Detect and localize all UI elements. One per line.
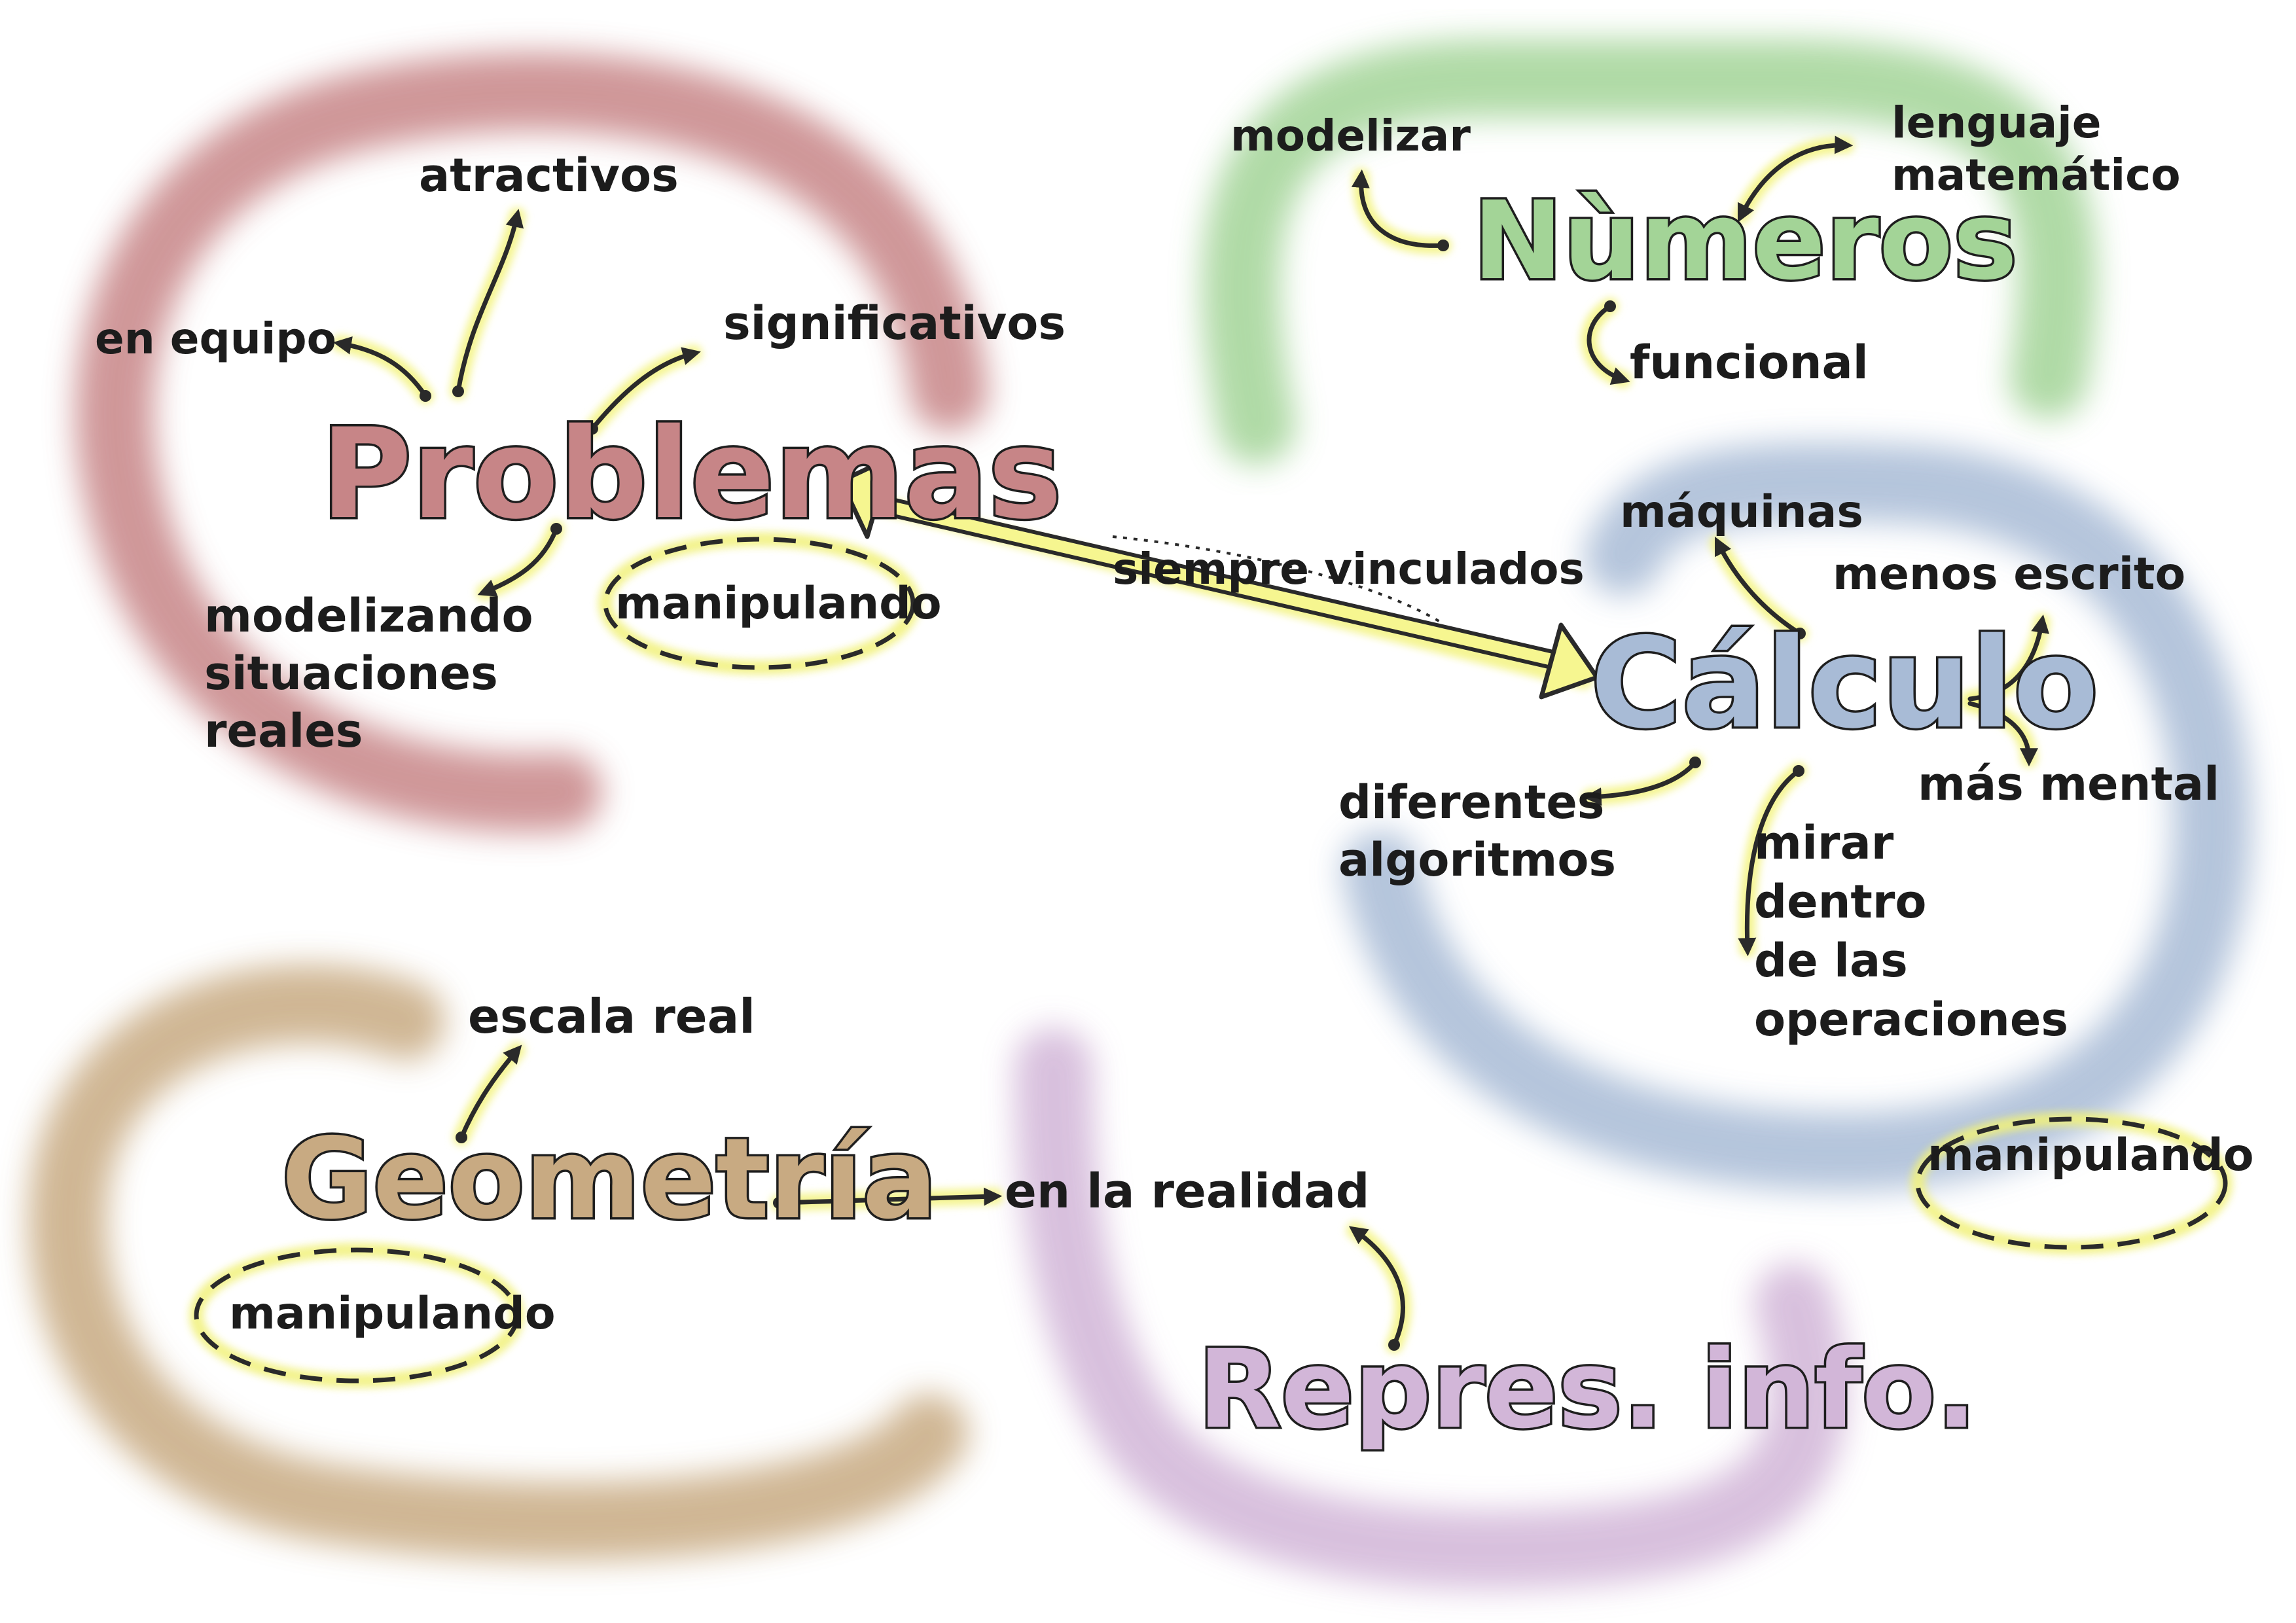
background-bands (28, 39, 2252, 1590)
topic-geometria: Geometría (281, 1115, 937, 1244)
geometria-manipulando-oval (194, 1247, 520, 1383)
repres-band (1014, 1027, 1848, 1590)
connectors (332, 135, 2050, 1351)
label-modelizar: modelizar (1230, 111, 1471, 161)
arrowhead-left (838, 455, 893, 539)
label-geometria-manipulando: manipulando (229, 1288, 556, 1340)
label-escala-real: escala real (468, 989, 755, 1044)
numeros-band (1201, 39, 2097, 465)
label-problemas-manipulando: manipulando (615, 578, 942, 630)
topic-calculo: Cálculo (1590, 611, 2098, 756)
label-en-equipo: en equipo (95, 313, 336, 364)
label-en-la-realidad: en la realidad (1005, 1164, 1369, 1219)
label-significativos: significativos (723, 296, 1066, 350)
topic-numeros: Nùmeros (1473, 178, 2017, 304)
label-siempre-vinculados: siempre vinculados (1113, 544, 1585, 594)
siempre-vinculados-arrow (838, 455, 1600, 700)
label-lenguaje: lenguaje matemático (1892, 98, 2181, 200)
arrowhead-right (1539, 622, 1600, 700)
label-mas-mental: más mental (1918, 757, 2219, 811)
label-funcional: funcional (1630, 336, 1869, 389)
topic-titles: Problemas Nùmeros Cálculo Geometría Repr… (279, 176, 2101, 1455)
calculo-band (1342, 442, 2252, 1192)
labels: atractivos en equipo significativos mode… (95, 98, 2254, 1340)
geometria-band (28, 965, 969, 1561)
calculo-manipulando-oval (1915, 1116, 2228, 1250)
label-diferentes: diferentes algoritmos (1338, 776, 1621, 887)
label-modelizando: modelizando situaciones reales (204, 589, 549, 758)
topic-problemas: Problemas (321, 402, 1062, 546)
label-menos-escrito: menos escrito (1833, 548, 2185, 600)
manipulando-ovals (189, 532, 2233, 1388)
label-calculo-manipulando: manipulando (1928, 1130, 2254, 1181)
topic-repres-info: Repres. info. (1198, 1327, 1977, 1452)
label-atractivos: atractivos (419, 149, 679, 202)
label-mirar: mirar dentro de las operaciones (1754, 816, 2068, 1046)
problemas-band (75, 52, 988, 832)
label-maquinas: máquinas (1620, 486, 1863, 538)
problemas-manipulando-oval (603, 537, 916, 670)
